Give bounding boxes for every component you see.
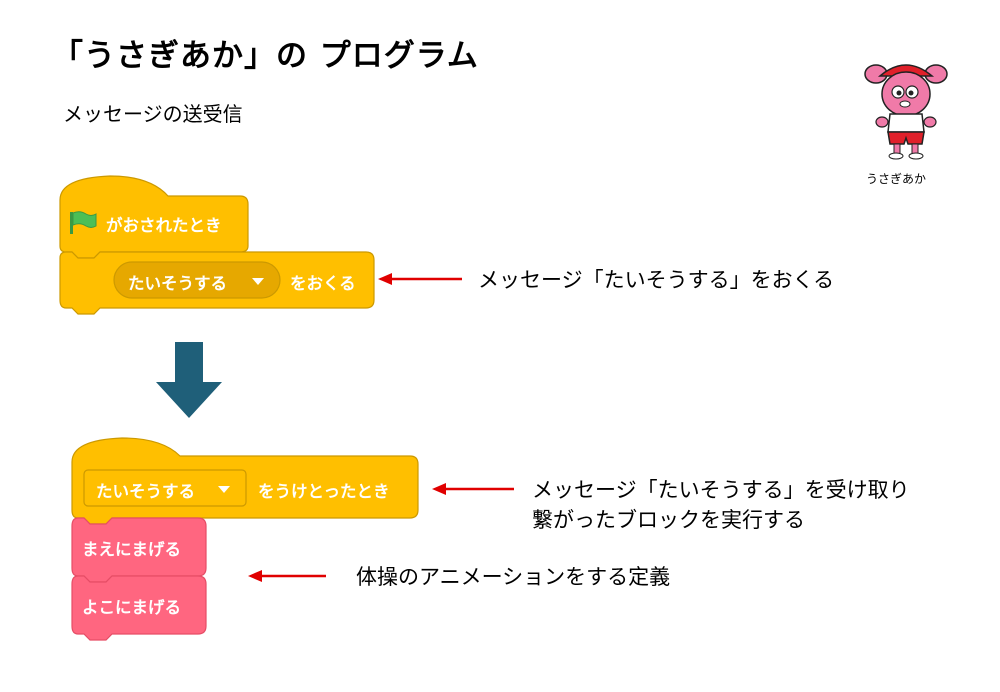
receive-dropdown-label: たいそうする [96,482,195,501]
annotation-arrow-2 [432,483,514,495]
custom-block-label-1: まえにまげる [82,540,181,559]
flag-block-label: がおされたとき [106,216,222,235]
receive-message-dropdown[interactable] [83,469,247,507]
receive-suffix: をうけとったとき [258,482,390,501]
character-name: うさぎあか [866,172,927,186]
receive-note-line2: 繋がったブロックを実行する [532,508,805,532]
green-flag-icon [70,211,97,234]
define-note: 体操のアニメーションをする定義 [356,565,671,589]
broadcast-dropdown-label: たいそうする [128,274,227,293]
page-subtitle: メッセージの送受信 [63,102,243,126]
dropdown-caret-icon [252,278,264,285]
broadcast-note: メッセージ「たいそうする」をおくる [478,268,835,292]
usagi-aka-character [864,64,948,160]
message-dropdown[interactable] [113,261,281,299]
broadcast-suffix: をおくる [290,274,356,293]
annotation-arrow-3 [248,570,326,582]
custom-block-label-2: よこにまげる [82,598,181,617]
receive-note-line1: メッセージ「たいそうする」を受け取り [532,478,910,502]
dropdown-caret-icon [218,486,230,493]
annotation-arrow-1 [378,273,462,285]
custom-block-bend-sideways[interactable] [71,575,207,641]
page-title: 「うさぎあか」の プログラム [52,38,479,74]
flow-arrow-down [156,342,222,418]
